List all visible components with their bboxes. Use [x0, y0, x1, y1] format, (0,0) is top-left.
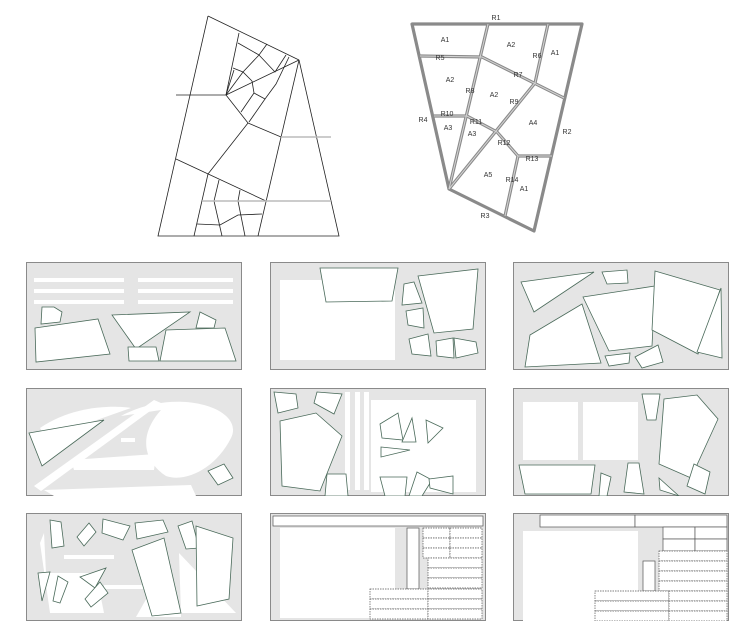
region-label: R3 [481, 213, 490, 220]
region-label: R12 [498, 140, 511, 147]
nesting-panel-8 [270, 513, 486, 621]
nesting-panel-9 [513, 513, 729, 621]
nesting-panel-4 [26, 388, 242, 496]
region-label: R8 [466, 88, 475, 95]
region-label: A2 [446, 77, 455, 84]
region-label: A4 [529, 120, 538, 127]
subdivision-diagram-left [157, 15, 340, 237]
region-label: R10 [441, 111, 454, 118]
region-label: A3 [468, 131, 477, 138]
region-label: A2 [507, 42, 516, 49]
nesting-panel-1 [26, 262, 242, 370]
nesting-panel-2 [270, 262, 486, 370]
region-label: R1 [492, 15, 501, 22]
region-label: R14 [506, 177, 519, 184]
region-label: A2 [490, 92, 499, 99]
region-label: A1 [551, 50, 560, 57]
region-label: R9 [510, 99, 519, 106]
region-label: R7 [514, 72, 523, 79]
region-label: R6 [533, 53, 542, 60]
region-label: R4 [419, 117, 428, 124]
region-label: A3 [444, 125, 453, 132]
region-label: R11 [470, 119, 482, 126]
nesting-panel-6 [513, 388, 729, 496]
region-label: A1 [441, 37, 450, 44]
region-label: A1 [520, 186, 529, 193]
nesting-panel-7 [26, 513, 242, 621]
region-label: R2 [563, 129, 572, 136]
region-label: R13 [526, 156, 539, 163]
region-label: A5 [484, 172, 493, 179]
nesting-panel-3 [513, 262, 729, 370]
nesting-panel-5 [270, 388, 486, 496]
region-label: R5 [436, 55, 445, 62]
